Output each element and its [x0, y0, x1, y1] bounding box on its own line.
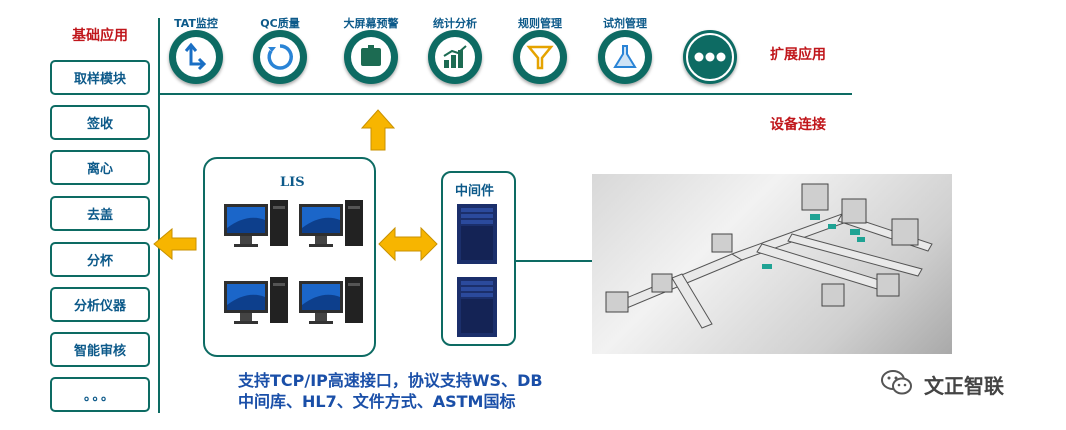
icon-label-rules: 规则管理: [518, 17, 562, 30]
funnel-icon: [520, 37, 560, 77]
qc-cycle-icon: [260, 37, 300, 77]
left-item-smart-audit[interactable]: 智能审核: [50, 332, 150, 367]
icon-label-qc: QC质量: [260, 17, 300, 30]
left-arrow-icon: [153, 227, 197, 261]
left-item-sign-in[interactable]: 签收: [50, 105, 150, 140]
tat-arrow-icon: [176, 37, 216, 77]
more-button[interactable]: [683, 30, 737, 84]
icon-label-reagent: 试剂管理: [603, 17, 647, 30]
lis-box: [203, 157, 376, 357]
watermark-text: 文正智联: [924, 374, 1004, 398]
screen-icon: [351, 37, 391, 77]
protocol-description-line2: 中间库、HL7、文件方式、ASTM国标: [238, 392, 516, 411]
wechat-icon: [881, 370, 912, 395]
left-item-analyzer[interactable]: 分析仪器: [50, 287, 150, 322]
up-arrow-icon: [360, 109, 396, 151]
icon-label-screen: 大屏幕预警: [343, 17, 399, 30]
computer-icon: [299, 200, 363, 247]
section-title-basic: 基础应用: [72, 28, 128, 44]
computer-icon: [224, 277, 288, 324]
icon-label-stats: 统计分析: [433, 17, 477, 30]
middleware-title: 中间件: [455, 184, 495, 199]
reagent-button[interactable]: [598, 30, 652, 84]
computer-icon: [224, 200, 288, 247]
bar-chart-icon: [435, 37, 475, 77]
left-vertical-divider: [158, 18, 160, 413]
left-item-centrifuge[interactable]: 离心: [50, 150, 150, 185]
section-title-device: 设备连接: [770, 117, 826, 133]
lab-automation-photo: [592, 174, 952, 354]
protocol-description-line1: 支持TCP/IP高速接口，协议支持WS、DB: [238, 371, 543, 390]
section-title-extension: 扩展应用: [770, 47, 826, 63]
server-icon: [457, 204, 497, 264]
left-item-more[interactable]: 。。。: [50, 377, 150, 412]
more-dots-icon: [686, 33, 734, 81]
connector-line: [516, 260, 592, 262]
left-item-decap[interactable]: 去盖: [50, 196, 150, 231]
tat-button[interactable]: [169, 30, 223, 84]
stats-button[interactable]: [428, 30, 482, 84]
flask-icon: [605, 37, 645, 77]
lis-title: LIS: [280, 175, 305, 190]
bidirectional-arrow-icon: [378, 226, 438, 262]
top-horizontal-divider: [158, 93, 852, 95]
icon-label-tat: TAT监控: [174, 17, 218, 30]
qc-button[interactable]: [253, 30, 307, 84]
computer-icon: [299, 277, 363, 324]
screen-button[interactable]: [344, 30, 398, 84]
left-item-aliquot[interactable]: 分杯: [50, 242, 150, 277]
server-icon: [457, 277, 497, 337]
rules-button[interactable]: [513, 30, 567, 84]
left-item-sampling[interactable]: 取样模块: [50, 60, 150, 95]
